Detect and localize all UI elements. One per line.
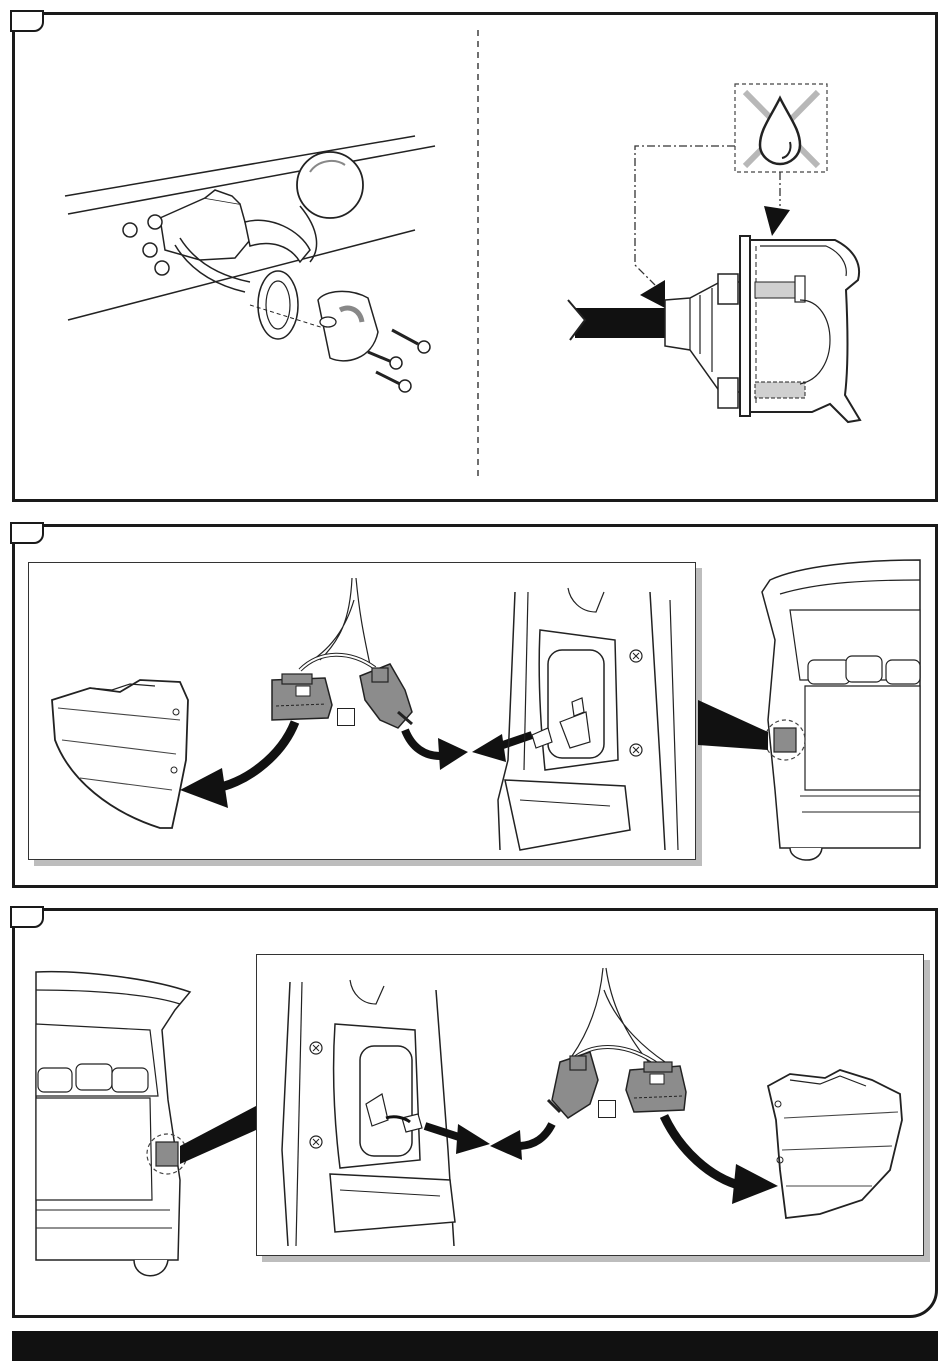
footer-bar bbox=[12, 1331, 938, 1361]
